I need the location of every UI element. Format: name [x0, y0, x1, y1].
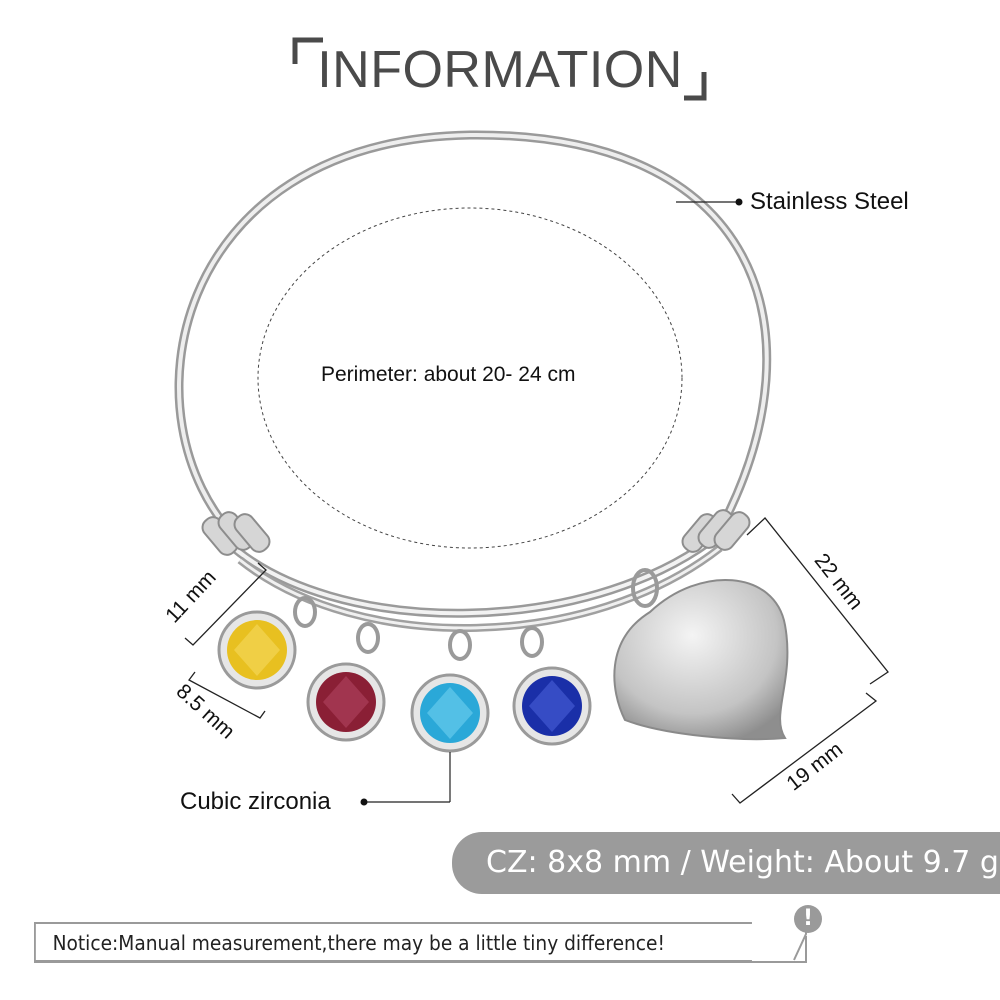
heart-locket [613, 578, 789, 741]
charm-blue [512, 666, 592, 746]
bangle [174, 130, 772, 632]
material-label: Stainless Steel [750, 188, 909, 215]
specs-banner: CZ: 8x8 mm / Weight: About 9.7 g [452, 832, 1000, 894]
coil-left [201, 511, 271, 556]
perimeter-label: Perimeter: about 20- 24 cm [321, 363, 576, 386]
stone-label: Cubic zirconia [180, 788, 331, 815]
notice-box: Notice:Manual measurement,there may be a… [34, 922, 752, 962]
exclamation-icon: ! [794, 905, 822, 933]
charm-red [306, 662, 386, 742]
charm-aqua [410, 673, 490, 753]
page-title: INFORMATION [317, 41, 683, 99]
charm-yellow [217, 610, 297, 690]
coil-right [681, 509, 751, 553]
